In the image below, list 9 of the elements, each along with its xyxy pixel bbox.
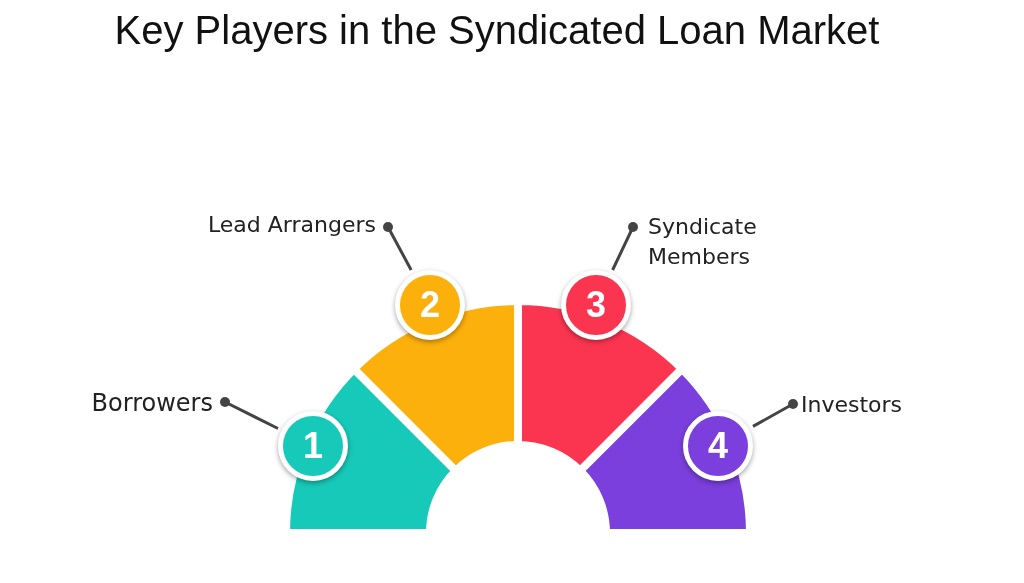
player-label: Borrowers — [6, 388, 225, 418]
leader-line — [752, 399, 798, 428]
leader-line — [220, 397, 279, 430]
leader-line — [611, 222, 638, 271]
leader-line — [383, 222, 413, 271]
player-label: Lead Arrangers — [150, 210, 388, 240]
title: Key Players in the Syndicated Loan Market — [113, 8, 881, 53]
player-label: Syndicate Members — [633, 212, 778, 272]
player-label: Investors — [793, 390, 923, 420]
